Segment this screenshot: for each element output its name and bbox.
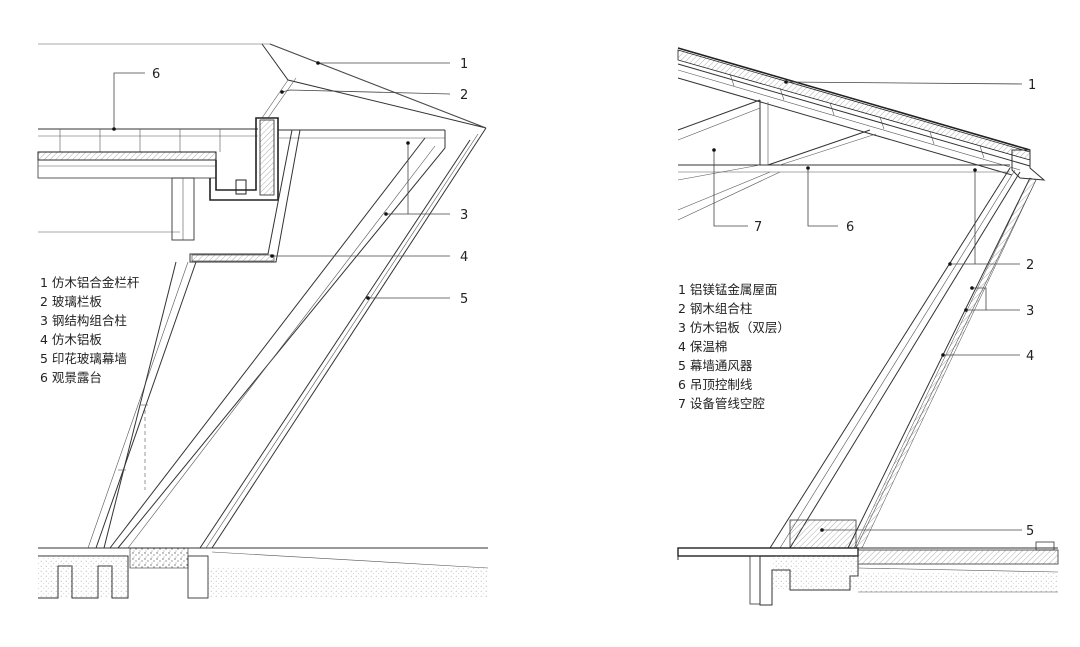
left-legend-item: 5 印花玻璃幕墙	[40, 351, 127, 366]
left-section-drawing	[37, 43, 489, 599]
right-legend-item: 2 钢木组合柱	[678, 301, 752, 316]
right-legend-item: 5 幕墙通风器	[678, 358, 753, 373]
right-callout-1: 1	[1028, 78, 1036, 93]
railing-posts	[59, 129, 221, 152]
left-callout-3: 3	[460, 208, 468, 223]
left-legend-item: 1 仿木铝合金栏杆	[40, 275, 140, 290]
right-leader-lines	[712, 80, 1023, 532]
roof-truss	[677, 99, 1010, 221]
right-callout-7: 7	[754, 220, 762, 235]
right-legend-item: 4 保温棉	[678, 339, 727, 354]
left-leader-lines	[112, 61, 451, 300]
right-legend-item: 6 吊顶控制线	[678, 377, 753, 392]
left-legend-item: 6 观景露台	[40, 370, 102, 385]
left-legend-item: 3 钢结构组合柱	[40, 313, 127, 328]
right-callout-6: 6	[846, 220, 854, 235]
left-legend: 1 仿木铝合金栏杆 2 玻璃栏板 3 钢结构组合柱 4 仿木铝板 5 印花玻璃幕…	[40, 275, 140, 385]
left-legend-item: 2 玻璃栏板	[40, 294, 102, 309]
left-callout-2: 2	[460, 88, 468, 103]
left-callout-5: 5	[460, 292, 468, 307]
roof-purlins	[729, 73, 985, 159]
right-callout-5: 5	[1026, 524, 1034, 539]
left-callout-4: 4	[460, 250, 468, 265]
right-legend-item: 7 设备管线空腔	[678, 396, 765, 411]
right-callout-4: 4	[1026, 349, 1034, 364]
right-legend: 1 铝镁锰金属屋面 2 钢木组合柱 3 仿木铝板（双层） 4 保温棉 5 幕墙通…	[678, 282, 790, 411]
right-section-drawing	[677, 47, 1059, 606]
left-legend-item: 4 仿木铝板	[40, 332, 102, 347]
right-legend-item: 1 铝镁锰金属屋面	[678, 282, 777, 297]
right-callout-2: 2	[1026, 258, 1034, 273]
right-legend-item: 3 仿木铝板（双层）	[678, 320, 790, 335]
left-callout-6: 6	[152, 67, 160, 82]
left-callout-1: 1	[460, 57, 468, 72]
right-callout-3: 3	[1026, 304, 1034, 319]
